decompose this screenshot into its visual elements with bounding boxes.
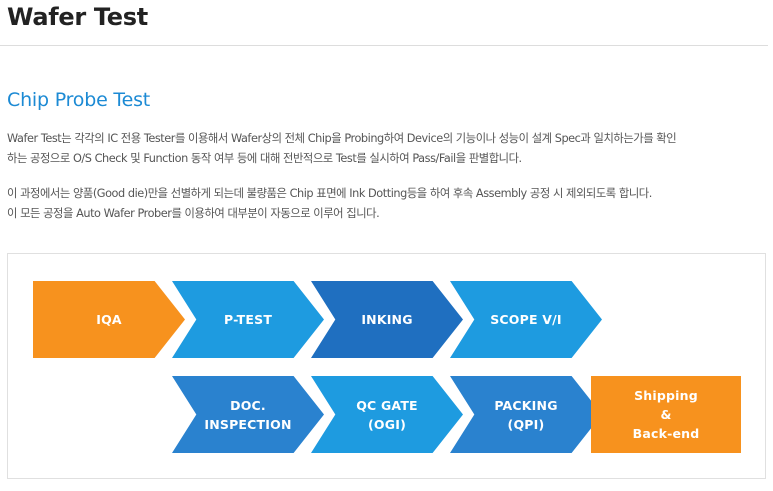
- flow-step-iqa: IQA: [33, 281, 185, 358]
- flow-step-doc-inspection: DOC. INSPECTION: [172, 376, 324, 453]
- flow-step-p-test: P-TEST: [172, 281, 324, 358]
- flow-step-inking: INKING: [311, 281, 463, 358]
- page-title: Wafer Test: [7, 3, 148, 31]
- flow-step-packing: PACKING (QPI): [450, 376, 602, 453]
- title-divider: [0, 45, 768, 46]
- flow-step-scope-vi: SCOPE V/I: [450, 281, 602, 358]
- section-title: Chip Probe Test: [7, 89, 151, 111]
- description-line-3: 이 과정에서는 양품(Good die)만을 선별하게 되는데 불량품은 Chi…: [7, 187, 652, 200]
- description-line-4: 이 모든 공정을 Auto Wafer Prober를 이용하여 대부분이 자동…: [7, 207, 380, 220]
- flow-step-qc-gate: QC GATE (OGI): [311, 376, 463, 453]
- description-line-2: 하는 공정으로 O/S Check 및 Function 동작 여부 등에 대해…: [7, 152, 522, 165]
- description-line-1: Wafer Test는 각각의 IC 전용 Tester를 이용해서 Wafer…: [7, 132, 677, 145]
- flow-step-shipping: Shipping & Back-end: [591, 376, 741, 453]
